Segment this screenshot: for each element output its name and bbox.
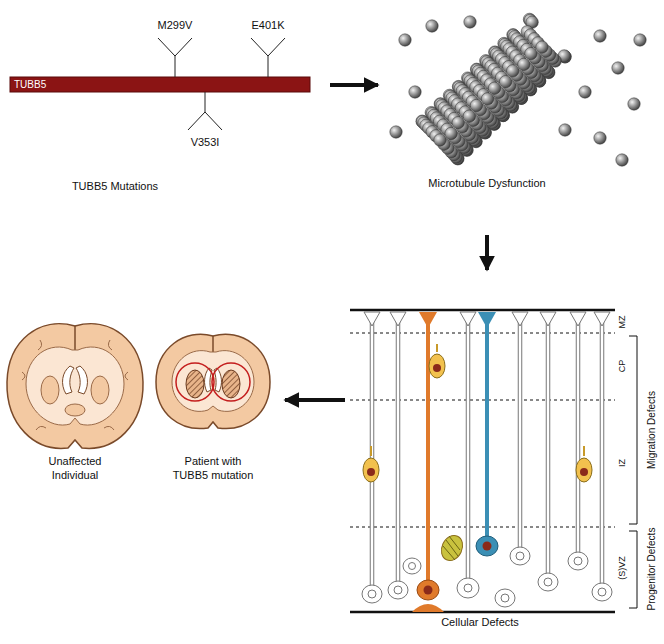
flow-arrow — [285, 398, 345, 402]
tubulin-sphere — [488, 82, 500, 94]
tubulin-sphere — [409, 86, 421, 98]
tubulin-sphere — [536, 41, 548, 53]
tubulin-sphere — [399, 34, 411, 46]
layer-label: CP — [618, 360, 628, 373]
tubulin-sphere — [628, 98, 640, 110]
tubulin-sphere — [499, 76, 511, 88]
tubulin-sphere — [634, 34, 646, 46]
tubulin-sphere — [452, 117, 464, 129]
panel-caption: Microtubule Dysfunction — [428, 177, 545, 191]
layer-label: MZ — [618, 316, 628, 329]
layer-label: IZ — [618, 459, 628, 467]
panel: Cellular Defects — [345, 270, 655, 640]
brain-patient — [156, 334, 270, 428]
panel-caption: Patient with TUBB5 mutation — [166, 455, 261, 483]
mutation-label: E401K — [251, 19, 284, 31]
panel-caption: Cellular Defects — [441, 616, 519, 630]
radial-glia — [362, 312, 612, 607]
panel: Patient with TUBB5 mutation — [150, 320, 285, 495]
tubulin-sphere — [470, 99, 482, 111]
flow-arrow — [330, 83, 378, 87]
panel: Microtubule Dysfunction — [378, 10, 650, 235]
panel: Unaffected Individual — [0, 300, 148, 495]
tubulin-sphere — [481, 93, 493, 105]
tubulin-sphere — [390, 126, 402, 138]
tubulin-sphere — [445, 127, 457, 139]
tubulin-sphere — [594, 30, 606, 42]
tubulin-sphere — [579, 86, 591, 98]
layer-label: (S)VZ — [618, 556, 628, 580]
tubulin-sphere — [507, 65, 519, 77]
tubulin-sphere — [525, 47, 537, 59]
mutation-label: M299V — [158, 19, 193, 31]
mutation-label: TUBB5 — [14, 79, 46, 90]
tubulin-sphere — [612, 62, 624, 74]
mutation-label: V353I — [191, 136, 220, 148]
tubulin-sphere — [559, 124, 571, 136]
layer-label: Progenitor Defects — [646, 528, 657, 611]
tubulin-sphere — [426, 20, 438, 32]
panel-caption: Unaffected Individual — [35, 455, 115, 483]
tubulin-sphere — [434, 134, 446, 146]
tubulin-sphere — [594, 132, 606, 144]
panel-caption: TUBB5 Mutations — [72, 180, 158, 194]
tubulin-sphere — [616, 154, 628, 166]
tubulin-sphere — [464, 16, 476, 28]
cortex-layers — [350, 310, 637, 612]
gene-bar — [10, 38, 310, 130]
tubulin-sphere — [518, 58, 530, 70]
brain-unaffected — [7, 324, 143, 449]
flow-arrow — [485, 235, 489, 270]
tubulin-sphere — [463, 110, 475, 122]
panel: TUBB5 Mutations — [5, 10, 330, 205]
microtubule — [390, 13, 646, 166]
labeled-glia — [412, 312, 498, 612]
layer-label: Migration Defects — [646, 391, 657, 469]
migrating-neurons — [363, 344, 592, 564]
